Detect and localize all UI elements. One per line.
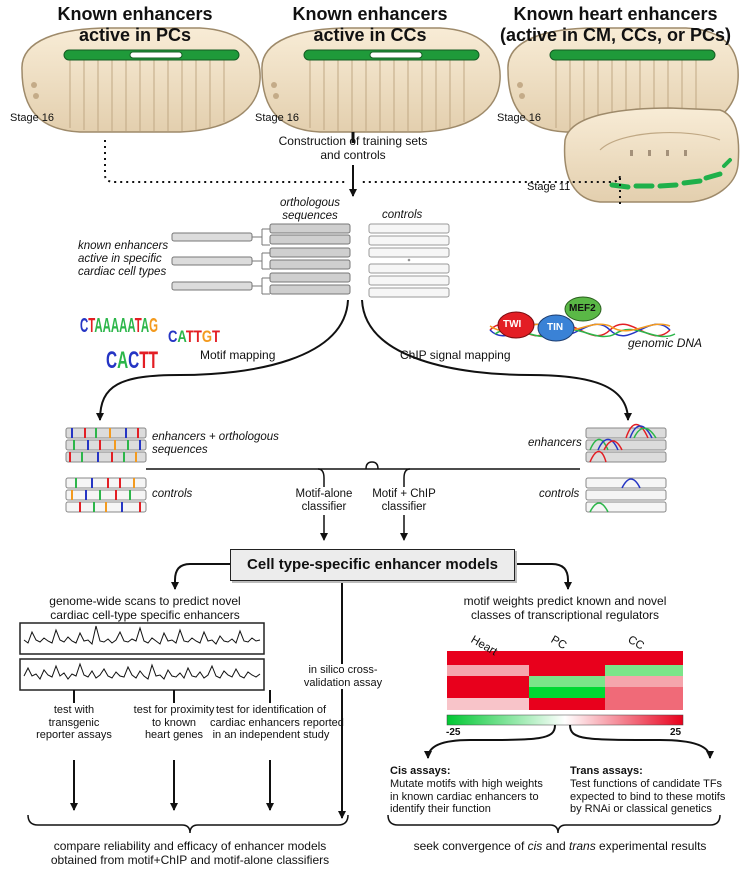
trans-title: Trans assays: — [570, 765, 643, 777]
embryo-heart-stage16 — [507, 27, 739, 133]
header-heart: Known heart enhancers (active in CM, CCs… — [499, 4, 732, 45]
right-enhancer-bars — [585, 427, 667, 513]
motif-mapping-label: Motif mapping — [200, 348, 276, 362]
bottom-braces — [27, 814, 721, 834]
genome-scan-tracks — [19, 622, 265, 691]
enh-orth-label: enhancers + orthologous sequences — [152, 431, 279, 457]
svg-text:CATTGT: CATTGT — [168, 327, 220, 346]
twi-label: TWI — [503, 319, 522, 330]
heatmap-arrows — [424, 724, 714, 759]
seek-trans: trans — [569, 839, 596, 853]
test-proximity: test for proximity to known heart genes — [133, 704, 215, 742]
compare-label: compare reliability and efficacy of enha… — [50, 839, 330, 867]
genome-scans-label: genome-wide scans to predict novel cardi… — [49, 594, 241, 622]
test-in-silico: in silico cross- validation assay — [300, 664, 386, 690]
stage-label-pc: Stage 16 — [10, 112, 55, 124]
svg-text:CTAAAAATAG: CTAAAAATAG — [80, 315, 158, 337]
chip-peaks — [589, 423, 657, 513]
genomic-dna-label: genomic DNA — [628, 336, 703, 350]
tin-protein — [537, 314, 575, 342]
stage-label-heart11: Stage 11 — [527, 181, 571, 193]
header-pc: Known enhancers active in PCs — [57, 4, 213, 45]
embryo-cc — [261, 27, 501, 133]
cis-body: Mutate motifs with high weights in known… — [390, 778, 543, 816]
header-cc: Known enhancers active in CCs — [292, 4, 448, 45]
embryo-heart-stage11 — [563, 107, 740, 203]
trans-body: Test functions of candidate TFs expected… — [570, 778, 726, 816]
seek-label: seek convergence of cis and trans experi… — [390, 839, 730, 854]
left-enhancer-bars — [65, 427, 147, 513]
seek-post: experimental results — [595, 839, 707, 853]
mef2-label: MEF2 — [569, 303, 596, 314]
branch-arrows — [96, 299, 632, 421]
left-motif-marks — [69, 428, 141, 512]
twi-protein — [497, 311, 535, 339]
motif-logos: CTAAAAATAG CATTGT CACTT — [80, 315, 220, 374]
seek-mid: and — [542, 839, 570, 853]
svg-text:CACTT: CACTT — [106, 347, 158, 374]
model-box: Cell type-specific enhancer models — [230, 549, 515, 581]
left-controls-label: controls — [152, 488, 193, 500]
stage-label-cc: Stage 16 — [255, 112, 300, 124]
orthologous-label: orthologous sequences — [279, 197, 341, 223]
convergence-lines — [104, 140, 621, 204]
test-identification: test for identification of cardiac enhan… — [210, 704, 344, 742]
chip-mapping-label: ChIP signal mapping — [400, 348, 511, 362]
seek-cis: cis — [527, 839, 543, 853]
right-controls-label: controls — [539, 488, 580, 500]
cis-title: Cis assays: — [390, 765, 451, 777]
controls-label: controls — [382, 209, 423, 221]
test-transgenic: test with transgenic reporter assays — [36, 704, 112, 742]
mef2-protein — [564, 296, 602, 322]
stage-label-heart16: Stage 16 — [497, 112, 542, 124]
training-controls — [368, 223, 450, 298]
right-enhancers-label: enhancers — [528, 437, 582, 449]
heatmap-min: -25 — [446, 727, 461, 738]
heatmap — [446, 651, 684, 726]
known-enhancers-label: known enhancers active in specific cardi… — [78, 240, 169, 279]
model-arrows — [171, 563, 572, 819]
embryo-pc — [21, 27, 261, 133]
heatmap-max: 25 — [670, 727, 682, 738]
training-enhancers — [171, 223, 351, 295]
motif-chip-classifier: Motif + ChIP classifier — [372, 488, 436, 514]
motif-alone-classifier: Motif-alone classifier — [295, 488, 353, 514]
classifier-connectors — [146, 461, 580, 541]
motif-weights-label: motif weights predict known and novel cl… — [463, 594, 667, 622]
seek-pre: seek convergence of — [413, 839, 528, 853]
construction-label: Construction of training sets and contro… — [278, 134, 428, 162]
test-arrows — [70, 690, 274, 811]
tin-label: TIN — [547, 322, 564, 333]
